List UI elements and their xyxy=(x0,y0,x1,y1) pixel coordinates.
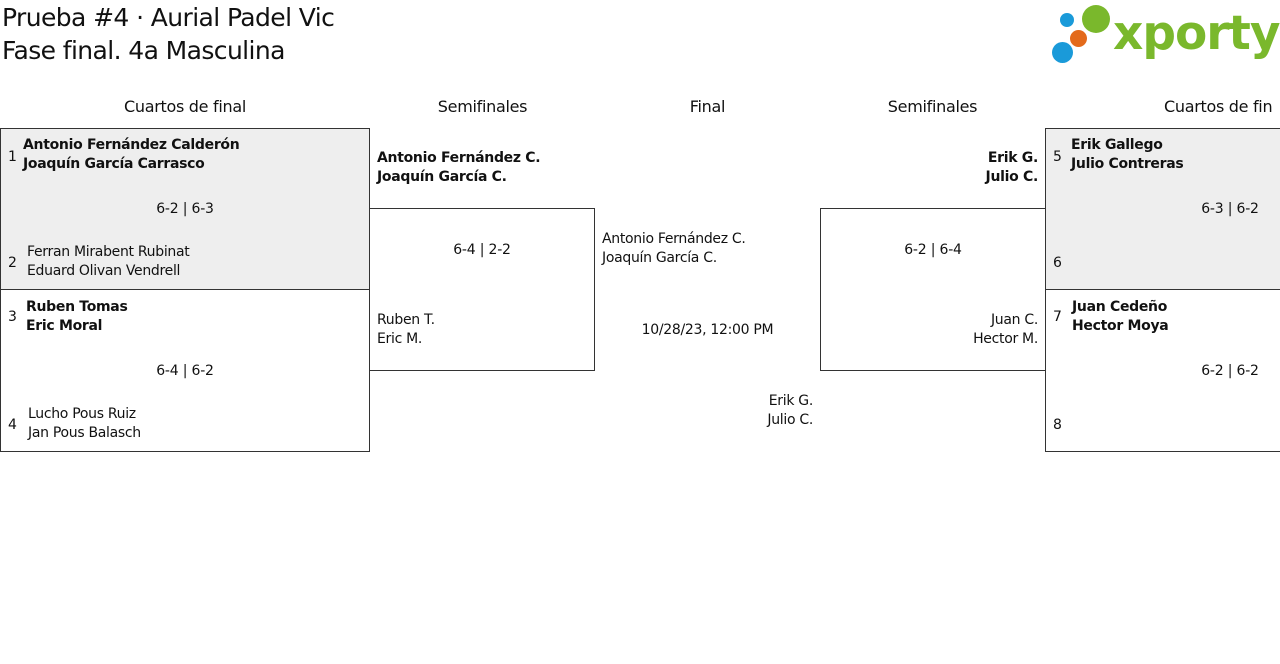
seed-number: 3 xyxy=(8,309,17,325)
team-player-1: Antonio Fernández C. xyxy=(377,150,541,166)
team-player-2: Joaquín García C. xyxy=(377,169,507,185)
finalist-left-player-1: Antonio Fernández C. xyxy=(602,231,746,247)
team-player-1: Ruben T. xyxy=(377,312,435,328)
match-score: 6-4 | 2-2 xyxy=(453,242,511,258)
logo-orange-dot xyxy=(1070,30,1087,47)
seed-number: 7 xyxy=(1053,309,1062,325)
team-player-1: Juan Cedeño xyxy=(1072,299,1168,315)
semifinal-box-right[interactable]: 6-2 | 6-4 Juan C. Hector M. xyxy=(820,208,1046,371)
finalist-left-player-2: Joaquín García C. xyxy=(602,250,717,266)
seed-number: 8 xyxy=(1053,417,1062,433)
phase-subtitle: Fase final. 4a Masculina xyxy=(2,36,285,65)
team-player-2: Julio Contreras xyxy=(1071,156,1184,172)
team-player-1: Erik G. xyxy=(987,150,1038,166)
team-player-2: Hector M. xyxy=(973,331,1038,347)
match-score: 6-2 | 6-4 xyxy=(904,242,962,258)
final-datetime: 10/28/23, 12:00 PM xyxy=(641,322,774,338)
logo-wordmark: xporty xyxy=(1113,6,1280,61)
quarterfinal-match-2[interactable]: 3 Ruben Tomas Eric Moral 6-4 | 6-2 4 Luc… xyxy=(0,289,370,452)
team-player-2: Julio C. xyxy=(985,169,1039,185)
semifinal-box-left[interactable]: 6-4 | 2-2 Ruben T. Eric M. xyxy=(369,208,595,371)
seed-number: 2 xyxy=(8,255,17,271)
column-header-left-semifinals: Semifinales xyxy=(437,97,528,116)
finalist-right-player-2: Julio C. xyxy=(767,412,813,428)
column-header-right-quarterfinals: Cuartos de fin xyxy=(1164,97,1273,116)
column-header-right-semifinals: Semifinales xyxy=(887,97,978,116)
seed-number: 5 xyxy=(1053,149,1062,165)
match-score: 6-3 | 6-2 xyxy=(1201,201,1259,217)
column-header-left-quarterfinals: Cuartos de final xyxy=(124,97,246,116)
xporty-logo[interactable]: xporty xyxy=(1050,0,1280,72)
seed-number: 1 xyxy=(8,149,17,165)
finalist-right-player-1: Erik G. xyxy=(768,393,814,409)
tournament-title: Prueba #4 · Aurial Padel Vic xyxy=(2,3,335,32)
quarterfinal-match-3[interactable]: 5 Erik Gallego Julio Contreras 6-3 | 6-2… xyxy=(1045,128,1280,290)
team-player-2: Eric M. xyxy=(377,331,423,347)
logo-large-blue-dot xyxy=(1052,42,1073,63)
team-player-1: Juan C. xyxy=(990,312,1038,328)
match-score: 6-2 | 6-2 xyxy=(1201,363,1259,379)
logo-green-dot xyxy=(1082,5,1110,33)
seed-number: 6 xyxy=(1053,255,1062,271)
team-player-1: Erik Gallego xyxy=(1071,137,1163,153)
match-score: 6-2 | 6-3 xyxy=(156,201,214,217)
column-header-final: Final xyxy=(689,97,726,116)
quarterfinal-match-1[interactable]: 1 Antonio Fernández Calderón Joaquín Gar… xyxy=(0,128,370,290)
match-score: 6-4 | 6-2 xyxy=(156,363,214,379)
team-player-1: Lucho Pous Ruiz xyxy=(28,406,136,422)
team-player-1: Ruben Tomas xyxy=(26,299,128,315)
team-player-2: Eduard Olivan Vendrell xyxy=(27,263,181,279)
team-player-2: Jan Pous Balasch xyxy=(28,425,141,441)
seed-number: 4 xyxy=(8,417,17,433)
team-player-2: Joaquín García Carrasco xyxy=(23,156,205,172)
quarterfinal-match-4[interactable]: 7 Juan Cedeño Hector Moya 6-2 | 6-2 8 xyxy=(1045,289,1280,452)
team-player-2: Hector Moya xyxy=(1072,318,1169,334)
team-player-1: Ferran Mirabent Rubinat xyxy=(27,244,190,260)
team-player-1: Antonio Fernández Calderón xyxy=(23,137,240,153)
logo-small-blue-dot xyxy=(1060,13,1074,27)
team-player-2: Eric Moral xyxy=(26,318,103,334)
